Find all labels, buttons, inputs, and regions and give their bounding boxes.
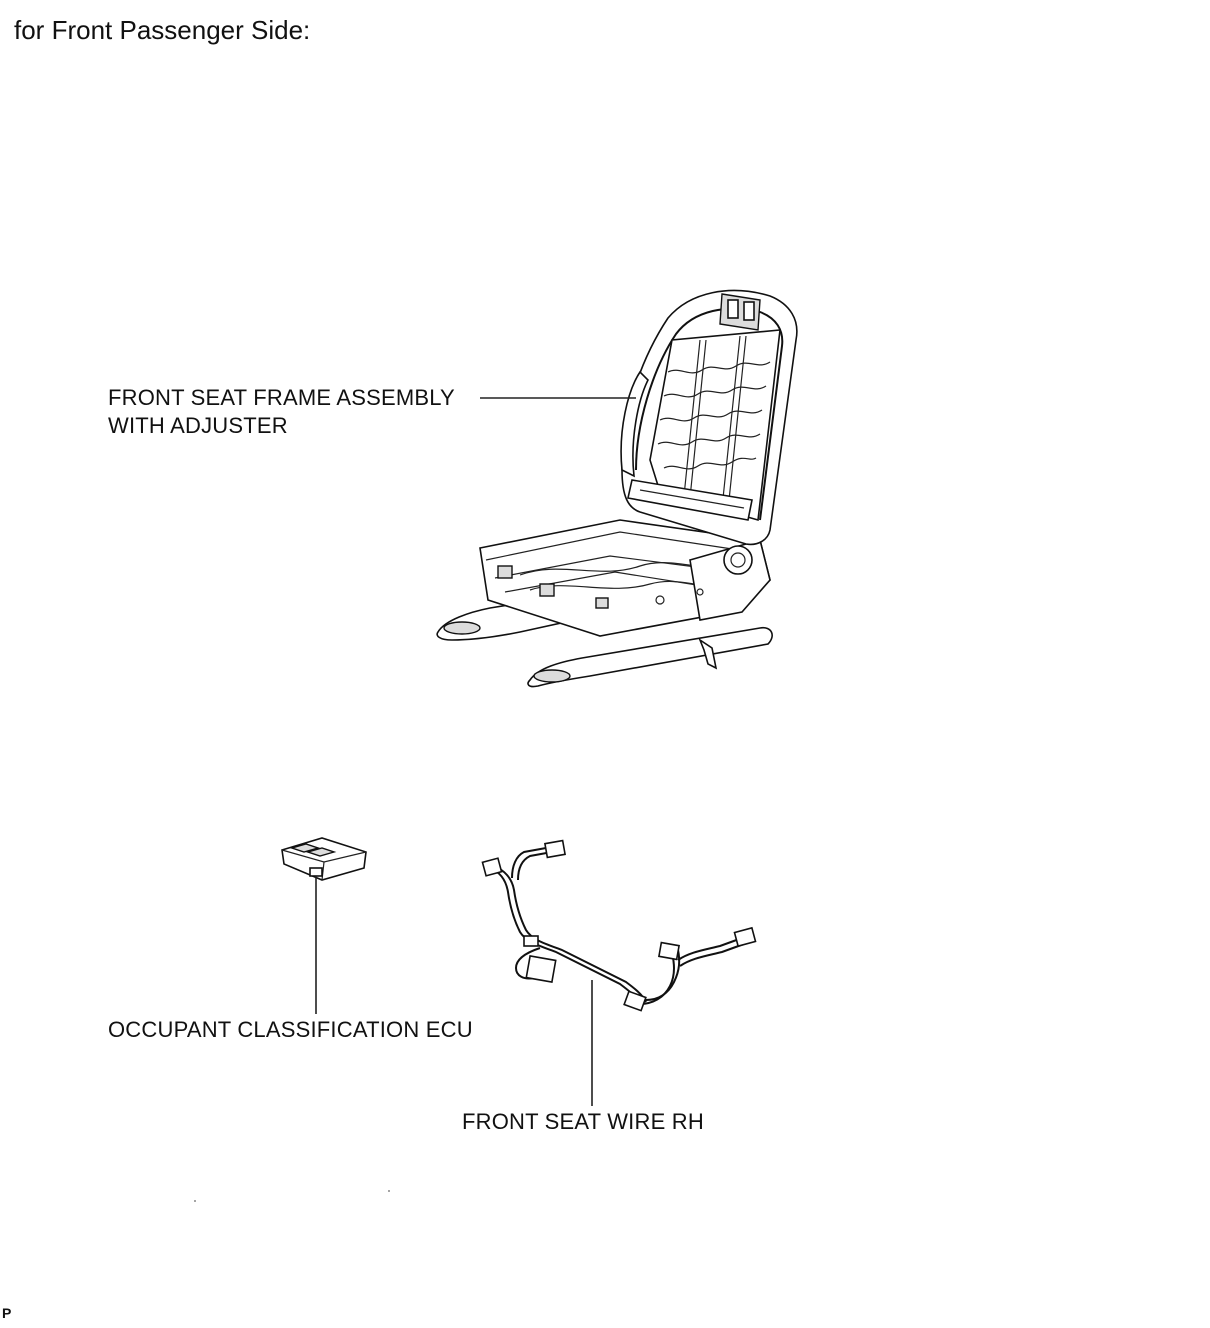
speck [388,1190,390,1192]
speck [194,1200,196,1202]
wire-illustration [481,839,757,1012]
ecu-callout: OCCUPANT CLASSIFICATION ECU [108,1016,473,1044]
ecu-label: OCCUPANT CLASSIFICATION ECU [108,1017,473,1042]
ecu-illustration [281,837,367,881]
seat-frame-callout: FRONT SEAT FRAME ASSEMBLY WITH ADJUSTER [108,384,455,440]
seat-frame-illustration [436,289,798,688]
seat-frame-label-line1: FRONT SEAT FRAME ASSEMBLY [108,385,455,410]
footer-mark: P [2,1305,12,1321]
page-heading: for Front Passenger Side: [14,15,311,45]
wire-callout: FRONT SEAT WIRE RH [462,1108,704,1136]
wire-label: FRONT SEAT WIRE RH [462,1109,704,1134]
seat-frame-label-line2: WITH ADJUSTER [108,413,288,438]
